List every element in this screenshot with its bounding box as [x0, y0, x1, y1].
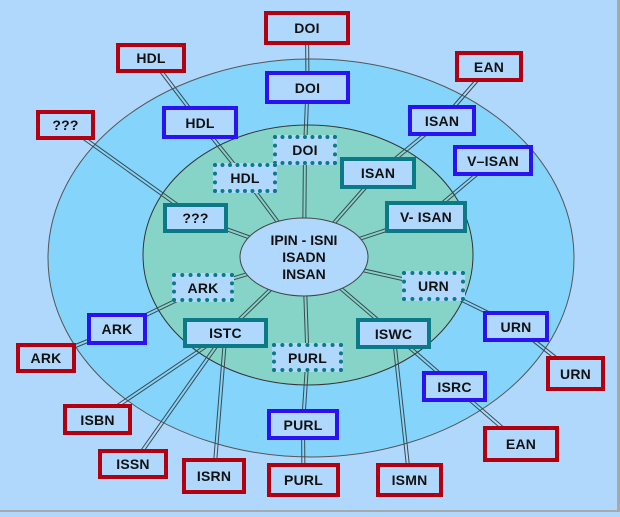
- link-line-issn-outer-istc-inner-1: [131, 331, 225, 464]
- node-unknown-outer[interactable]: ???: [36, 110, 95, 140]
- node-issn-outer[interactable]: ISSN: [98, 449, 168, 479]
- node-doi-middle[interactable]: DOI: [265, 71, 350, 104]
- link-line-ismn-outer-iswc-inner-1: [391, 333, 409, 481]
- node-urn-middle[interactable]: URN: [483, 311, 549, 342]
- node-unknown-inner[interactable]: ???: [163, 203, 228, 233]
- node-istc-inner[interactable]: ISTC: [183, 318, 268, 348]
- node-isrn-outer[interactable]: ISRN: [182, 458, 246, 494]
- node-purl-middle[interactable]: PURL: [267, 409, 339, 440]
- link-line-isrn-outer-istc-inner-1: [212, 332, 225, 476]
- core-line-2: ISADN: [282, 248, 326, 265]
- node-visan-middle[interactable]: V–ISAN: [453, 145, 533, 176]
- node-doi-inner[interactable]: DOI: [273, 135, 337, 165]
- node-hdl-outer[interactable]: HDL: [116, 43, 186, 73]
- node-ean-outer[interactable]: EAN: [455, 51, 523, 82]
- node-doi-outer[interactable]: DOI: [264, 11, 350, 45]
- node-visan-inner[interactable]: V- ISAN: [385, 201, 467, 233]
- node-ismn-outer[interactable]: ISMN: [376, 463, 443, 497]
- node-purl-outer[interactable]: PURL: [267, 463, 340, 497]
- node-ark-inner[interactable]: ARK: [172, 273, 234, 302]
- window-edge-right: [617, 0, 620, 512]
- core-line-3: INSAN: [282, 265, 326, 282]
- node-isrc-middle[interactable]: ISRC: [422, 371, 487, 402]
- link-line-isrn-outer-istc-inner-0: [214, 333, 228, 477]
- node-urn-inner[interactable]: URN: [402, 271, 465, 301]
- node-ean-outer-bottom[interactable]: EAN: [483, 426, 559, 462]
- node-isan-middle[interactable]: ISAN: [408, 105, 476, 136]
- core-ellipse: [239, 217, 369, 297]
- node-ark-middle[interactable]: ARK: [87, 313, 147, 345]
- node-hdl-middle[interactable]: HDL: [162, 106, 238, 139]
- link-line-ismn-outer-iswc-inner-0: [394, 333, 412, 480]
- window-edge-bottom: [0, 510, 620, 512]
- node-purl-inner[interactable]: PURL: [272, 343, 343, 372]
- core-identifiers: IPIN - ISNI ISADN INSAN: [240, 218, 368, 296]
- node-urn-outer[interactable]: URN: [546, 356, 605, 391]
- core-line-1: IPIN - ISNI: [270, 231, 338, 248]
- node-isan-inner[interactable]: ISAN: [340, 157, 416, 189]
- link-line-issn-outer-istc-inner-0: [133, 333, 228, 466]
- node-isbn-outer[interactable]: ISBN: [63, 404, 132, 435]
- node-hdl-inner[interactable]: HDL: [213, 163, 277, 193]
- node-iswc-inner[interactable]: ISWC: [356, 318, 431, 349]
- node-ark-outer[interactable]: ARK: [16, 343, 76, 373]
